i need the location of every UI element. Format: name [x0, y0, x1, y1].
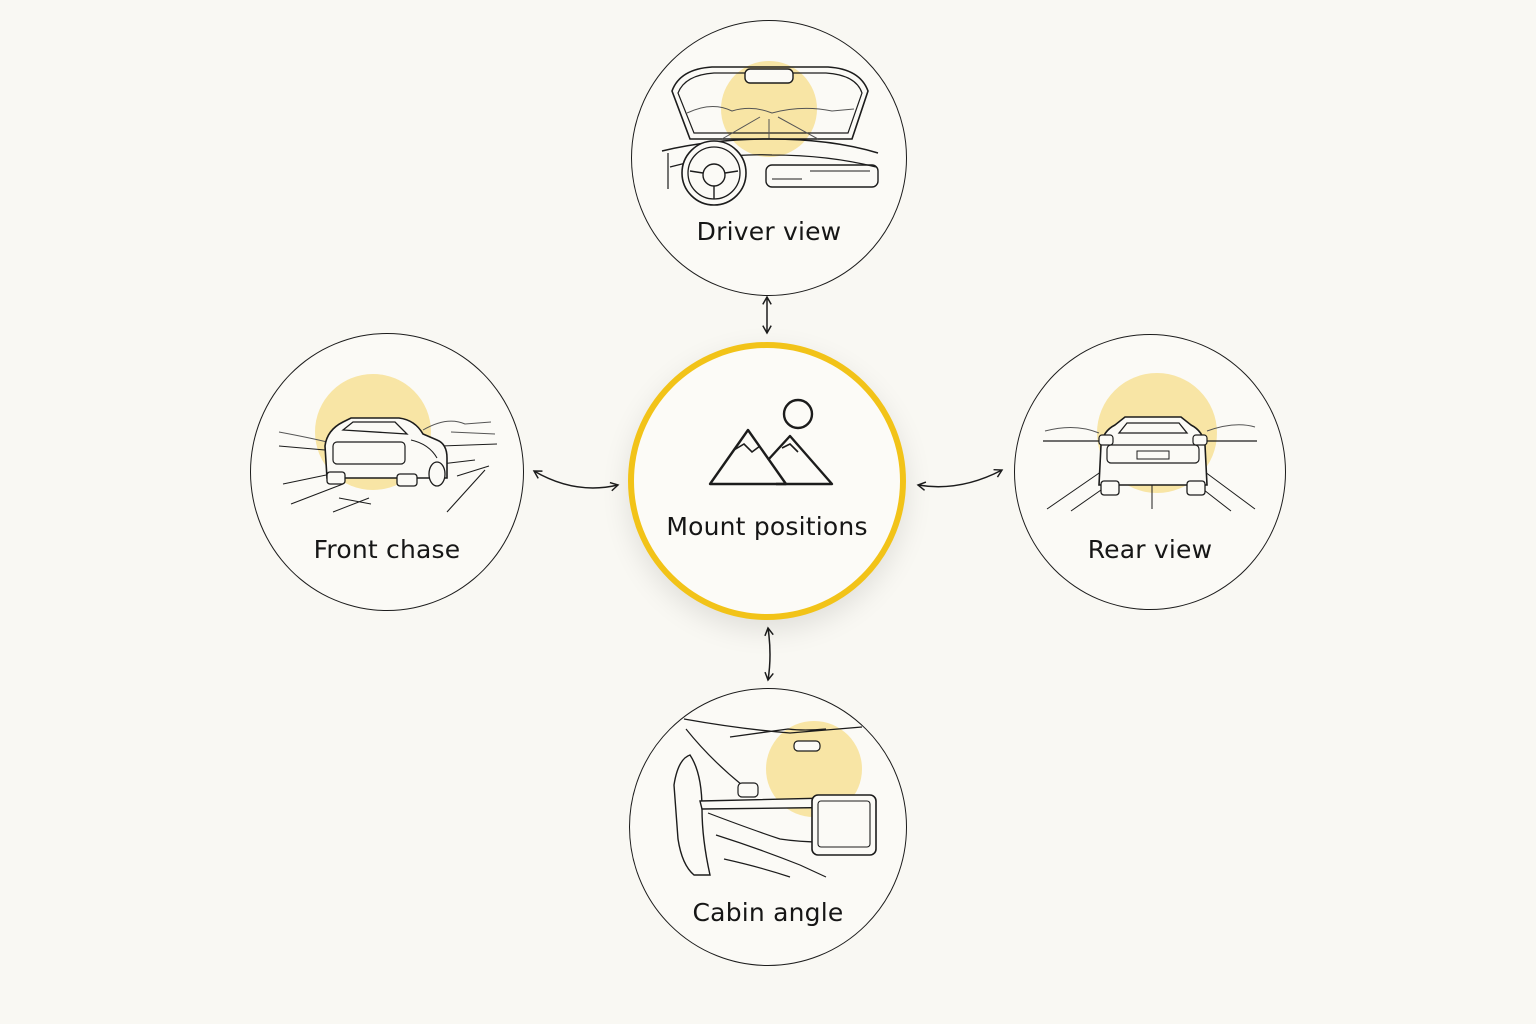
node-front-chase[interactable]: Front chase — [250, 333, 524, 611]
node-label: Cabin angle — [692, 898, 844, 927]
car-rear-on-road-icon — [278, 374, 498, 513]
node-rear-view[interactable]: Rear view — [1014, 334, 1286, 610]
node-label: Rear view — [1087, 535, 1213, 564]
hub-label: Mount positions — [666, 512, 868, 541]
windshield-dashboard-icon — [661, 61, 879, 206]
hub-mount-positions[interactable]: Mount positions — [628, 342, 906, 620]
node-label: Front chase — [313, 535, 461, 564]
mountain-image-icon — [708, 398, 834, 486]
node-cabin-angle[interactable]: Cabin angle — [629, 688, 907, 966]
arrow-front-hub — [532, 470, 620, 492]
node-label: Driver view — [696, 217, 842, 246]
node-driver-view[interactable]: Driver view — [631, 20, 907, 296]
arrow-hub-rear — [916, 468, 1004, 491]
car-rear-centered-icon — [1043, 373, 1257, 512]
arrow-hub-cabin — [764, 626, 774, 682]
car-interior-icon — [673, 718, 877, 878]
